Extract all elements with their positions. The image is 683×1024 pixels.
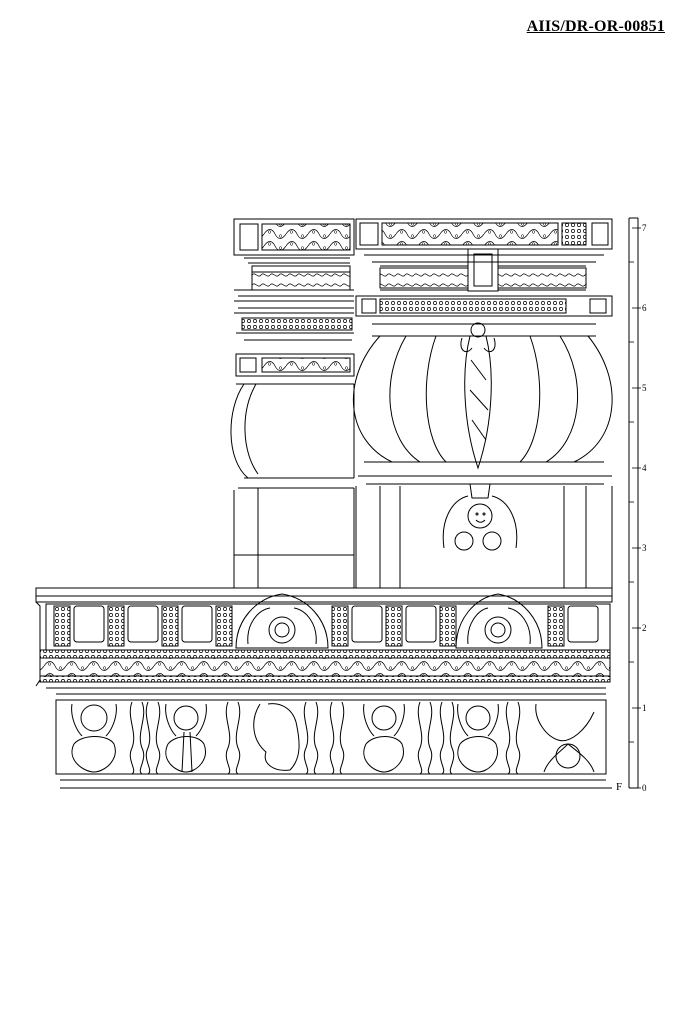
scale-tick-3: 3 <box>642 543 647 553</box>
atlas-figures <box>71 703 595 773</box>
scale-bar <box>628 217 641 789</box>
right-pilaster <box>352 218 613 588</box>
scale-tick-0: 0 <box>642 783 647 793</box>
scale-tick-4: 4 <box>642 463 647 473</box>
scale-tick-1: 1 <box>642 703 647 713</box>
balusters <box>129 701 521 775</box>
scale-tick-6: 6 <box>642 303 647 313</box>
scale-tick-labels: 0 1 2 3 4 5 6 7 F <box>616 223 647 793</box>
drawing-id-label: AIIS/DR-OR-00851 <box>526 18 665 35</box>
scale-tick-2: 2 <box>642 623 647 633</box>
left-pilaster <box>230 218 355 588</box>
floor-label: F <box>616 781 622 793</box>
figure-frieze <box>55 699 612 789</box>
scale-tick-5: 5 <box>642 383 647 393</box>
railing-band <box>35 587 613 695</box>
medallion-right <box>455 593 543 649</box>
scale-tick-7: 7 <box>642 223 647 233</box>
railing-panels <box>53 605 599 647</box>
medallion-left <box>235 593 329 649</box>
